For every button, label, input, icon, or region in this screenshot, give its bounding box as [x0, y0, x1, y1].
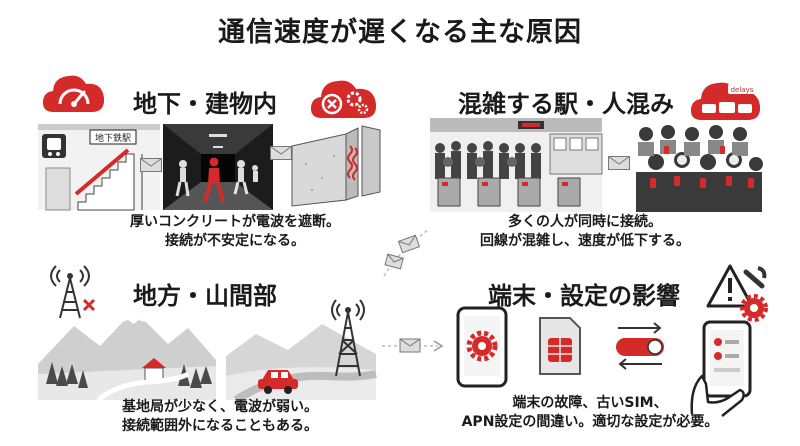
section-heading-crowded: 混雑する駅・人混み	[458, 90, 674, 118]
warning-wrench-gear-icon	[706, 264, 768, 322]
delays-badge: delays	[731, 86, 754, 94]
tunnel-illustration	[163, 124, 273, 210]
hills-road-car-illustration	[226, 324, 377, 404]
cloud-speedometer-icon	[42, 75, 105, 112]
envelope-arrow	[382, 338, 444, 353]
station-gates-illustration	[430, 118, 603, 212]
section-heading-underground: 地下・建物内	[133, 90, 277, 118]
concrete-wall-illustration	[291, 125, 381, 207]
envelope-icon	[270, 146, 292, 160]
cloud-error-gears-icon	[310, 80, 377, 118]
page-title: 通信速度が遅くなる主な原因	[218, 17, 582, 48]
envelope-icon	[397, 234, 421, 254]
caption-crowded: 多くの人が同時に接続。 回線が混雑し、速度が低下する。	[480, 214, 690, 249]
mountain-village-illustration	[38, 310, 216, 402]
subway-station-illustration: 地下鉄駅	[38, 124, 160, 211]
section-heading-device: 端末・設定の影響	[488, 282, 680, 310]
envelope-icon	[399, 338, 421, 353]
floating-envelopes	[383, 229, 429, 277]
cell-tower-icon	[331, 299, 365, 377]
hand-holding-phone-icon	[690, 320, 752, 417]
caption-underground: 厚いコンクリートが電波を遮断。 接続が不安定になる。	[130, 214, 340, 249]
toggle-switch-icon	[616, 322, 664, 370]
envelope-icon	[384, 253, 404, 270]
envelope-icon	[140, 158, 162, 172]
caption-device: 端末の故障、古いSIM、 APN設定の間違い。適切な設定が必要。	[461, 395, 719, 430]
envelope-icon	[608, 156, 630, 170]
cell-tower-no-signal-icon	[50, 265, 96, 319]
car-icon	[258, 370, 298, 394]
station-sign: 地下鉄駅	[95, 132, 131, 144]
sim-card-icon	[539, 317, 581, 375]
caption-rural: 基地局が少なく、電波が弱い。 接続範囲外になることもある。	[122, 399, 318, 434]
phone-gear-icon	[456, 306, 508, 388]
cloud-traffic-icon: delays	[690, 82, 761, 120]
section-heading-rural: 地方・山間部	[133, 282, 277, 310]
crowd-with-phones-illustration	[636, 125, 763, 212]
